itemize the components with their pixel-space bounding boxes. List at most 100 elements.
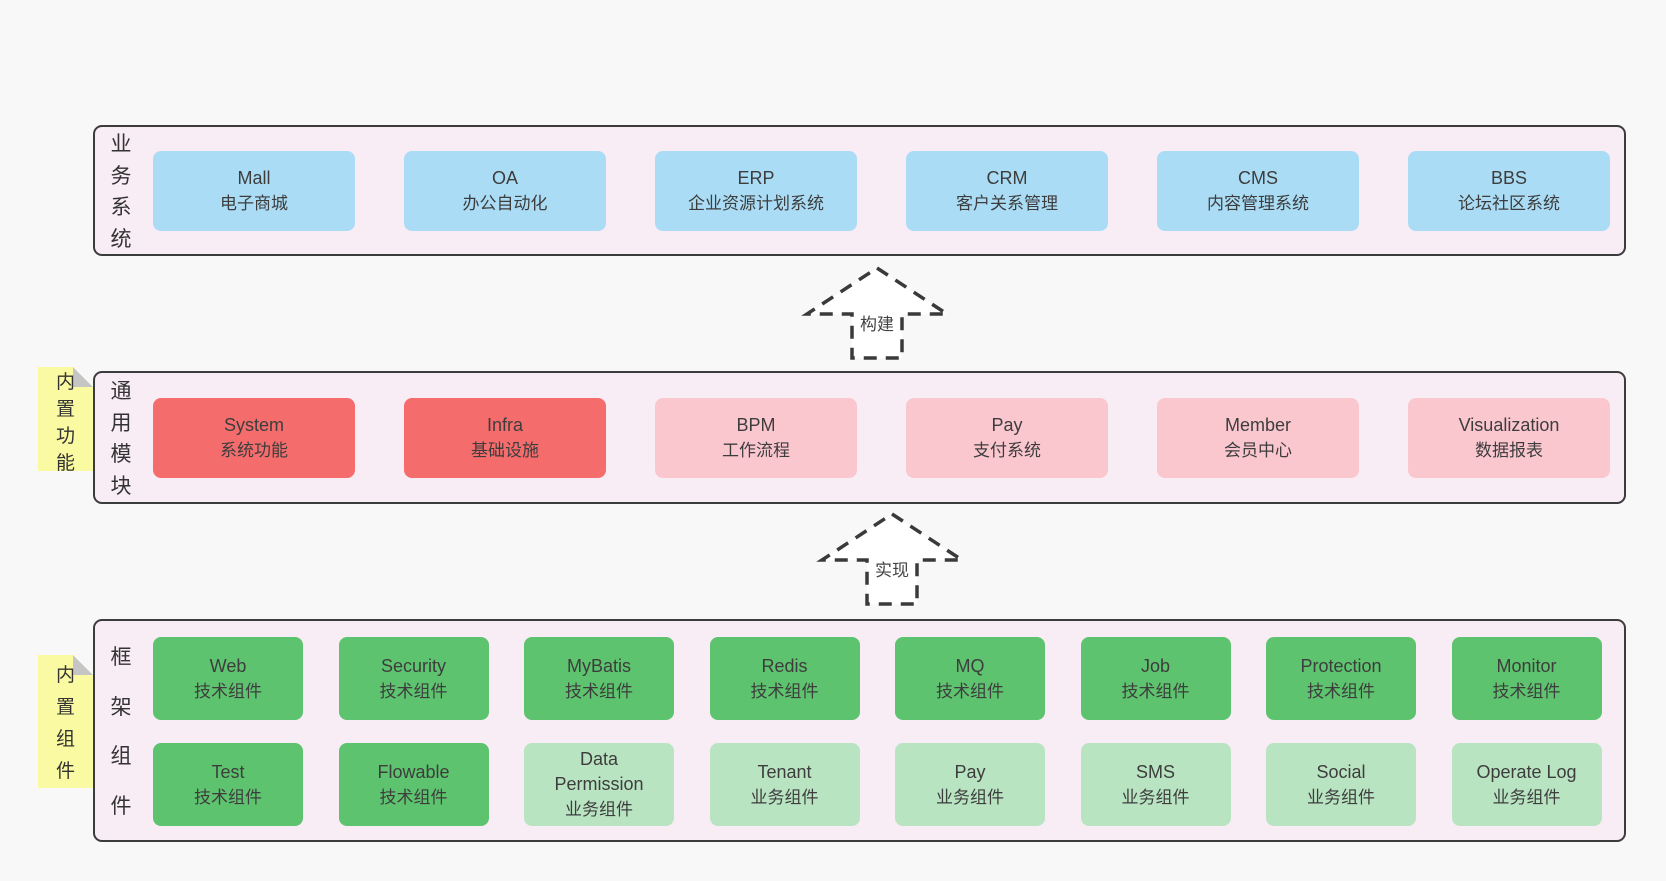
- component-name-cn: 技术组件: [1307, 681, 1375, 701]
- component-name-cn: 技术组件: [936, 681, 1004, 701]
- component-name-cn: 业务组件: [1307, 787, 1375, 807]
- component-box: Web 技术组件: [153, 637, 303, 720]
- module-box: System 系统功能: [153, 398, 355, 478]
- sticky-note-built-in-features: 内置功能: [38, 367, 93, 471]
- component-name-en: Protection: [1300, 655, 1382, 676]
- system-name-en: ERP: [737, 168, 775, 188]
- component-box: Test 技术组件: [153, 743, 303, 826]
- component-name-en: Tenant: [757, 761, 812, 782]
- system-name-cn: 内容管理系统: [1207, 194, 1309, 213]
- component-name-en: Redis: [761, 655, 808, 676]
- module-name-cn: 支付系统: [973, 441, 1041, 460]
- component-name-en: Job: [1140, 655, 1171, 676]
- component-name-en: Monitor: [1496, 655, 1557, 676]
- business-box-row: Mall 电子商城 OA 办公自动化 ERP 企业资源计划系统 CRM 客户关系…: [153, 151, 1610, 231]
- system-name-en: CMS: [1238, 168, 1278, 188]
- module-name-cn: 工作流程: [722, 441, 790, 460]
- component-box: MQ 技术组件: [895, 637, 1045, 720]
- sticky-note-text: 内置功能: [55, 372, 75, 474]
- module-box: Visualization 数据报表: [1408, 398, 1610, 478]
- component-name-cn: 技术组件: [379, 681, 448, 701]
- module-box: Member 会员中心: [1157, 398, 1359, 478]
- component-box: Social 业务组件: [1266, 743, 1416, 826]
- system-name-cn: 办公自动化: [462, 194, 548, 213]
- component-box: SMS 业务组件: [1080, 743, 1231, 826]
- module-box: BPM 工作流程: [655, 398, 857, 478]
- component-box: MyBatis 技术组件: [524, 637, 674, 720]
- up-arrow-icon: [801, 265, 953, 360]
- module-name-cn: 会员中心: [1224, 441, 1292, 460]
- system-name-en: Mall: [237, 168, 271, 188]
- module-name-cn: 系统功能: [220, 441, 288, 460]
- build-arrow: 构建: [801, 265, 953, 360]
- component-name-cn: 技术组件: [1121, 681, 1190, 701]
- component-box: Pay 业务组件: [895, 743, 1045, 826]
- component-name-cn: 技术组件: [750, 681, 819, 701]
- implement-arrow: 实现: [816, 511, 968, 606]
- component-name-en: Data Permission: [554, 749, 644, 794]
- sticky-note-built-in-components: 内置组件: [38, 655, 93, 788]
- component-box: Monitor 技术组件: [1451, 637, 1602, 720]
- component-name-en: Pay: [954, 761, 986, 782]
- system-box: OA 办公自动化: [404, 151, 606, 231]
- up-arrow-icon: [816, 511, 968, 606]
- panel-label-framework: 框架组件: [110, 645, 132, 819]
- business-systems-panel: 业务系统 Mall 电子商城 OA 办公自动化 ERP 企业资源计划系统: [93, 125, 1626, 256]
- component-box: Redis 技术组件: [709, 637, 860, 720]
- system-name-en: BBS: [1490, 168, 1528, 188]
- component-name-en: MyBatis: [566, 655, 631, 676]
- framework-box-row-2: Test 技术组件 Flowable 技术组件 Data Permission …: [153, 743, 1602, 826]
- component-box: Flowable 技术组件: [338, 743, 489, 826]
- component-name-cn: 业务组件: [565, 800, 633, 819]
- component-box: Tenant 业务组件: [709, 743, 860, 826]
- component-name-cn: 技术组件: [194, 681, 262, 701]
- component-name-en: Operate Log: [1476, 761, 1577, 782]
- component-name-cn: 业务组件: [1492, 787, 1561, 807]
- component-name-cn: 业务组件: [1121, 787, 1190, 807]
- build-arrow-label: 构建: [860, 315, 894, 334]
- module-name-en: Pay: [991, 415, 1023, 435]
- component-name-cn: 技术组件: [194, 787, 262, 807]
- component-name-en: Flowable: [377, 761, 450, 782]
- module-name-en: Member: [1224, 415, 1291, 435]
- component-name-en: MQ: [955, 655, 985, 676]
- component-box: Operate Log 业务组件: [1451, 743, 1602, 826]
- component-name-cn: 技术组件: [379, 787, 448, 807]
- component-name-en: SMS: [1135, 761, 1175, 782]
- module-name-en: BPM: [736, 415, 776, 435]
- component-name-cn: 业务组件: [750, 787, 819, 807]
- system-name-en: CRM: [986, 168, 1028, 188]
- component-name-cn: 技术组件: [1492, 681, 1561, 701]
- component-box: Data Permission 业务组件: [524, 743, 674, 826]
- system-box: BBS 论坛社区系统: [1408, 151, 1610, 231]
- module-name-cn: 数据报表: [1475, 441, 1543, 460]
- system-name-cn: 电子商城: [220, 194, 288, 213]
- component-box: Security 技术组件: [338, 637, 489, 720]
- common-modules-panel: 通用模块 System 系统功能 Infra 基础设施 BPM 工作流程: [93, 371, 1626, 504]
- component-box: Protection 技术组件: [1266, 637, 1416, 720]
- system-name-cn: 企业资源计划系统: [688, 194, 824, 213]
- component-box: Job 技术组件: [1080, 637, 1231, 720]
- framework-components-panel: 框架组件 Web 技术组件 Security 技术组件 MyBatis 技术组件: [93, 619, 1626, 842]
- component-name-cn: 技术组件: [565, 681, 633, 701]
- module-name-en: Infra: [486, 415, 524, 435]
- module-name-cn: 基础设施: [471, 441, 539, 460]
- module-name-en: Visualization: [1458, 415, 1560, 435]
- component-name-en: Security: [380, 655, 447, 676]
- system-box: CMS 内容管理系统: [1157, 151, 1359, 231]
- component-name-en: Social: [1316, 761, 1366, 782]
- component-name-en: Web: [209, 655, 247, 676]
- sticky-note-text: 内置组件: [55, 665, 75, 782]
- system-name-en: OA: [491, 168, 518, 188]
- system-name-cn: 论坛社区系统: [1458, 194, 1560, 213]
- component-name-en: Test: [211, 761, 245, 782]
- framework-box-row-1: Web 技术组件 Security 技术组件 MyBatis 技术组件 Redi…: [153, 637, 1602, 720]
- system-box: Mall 电子商城: [153, 151, 355, 231]
- implement-arrow-label: 实现: [875, 561, 909, 580]
- panel-label-business: 业务系统: [110, 133, 132, 251]
- modules-box-row: System 系统功能 Infra 基础设施 BPM 工作流程 Pay 支付系统: [153, 398, 1610, 478]
- module-box: Pay 支付系统: [906, 398, 1108, 478]
- module-box: Infra 基础设施: [404, 398, 606, 478]
- panel-label-modules: 通用模块: [110, 379, 132, 499]
